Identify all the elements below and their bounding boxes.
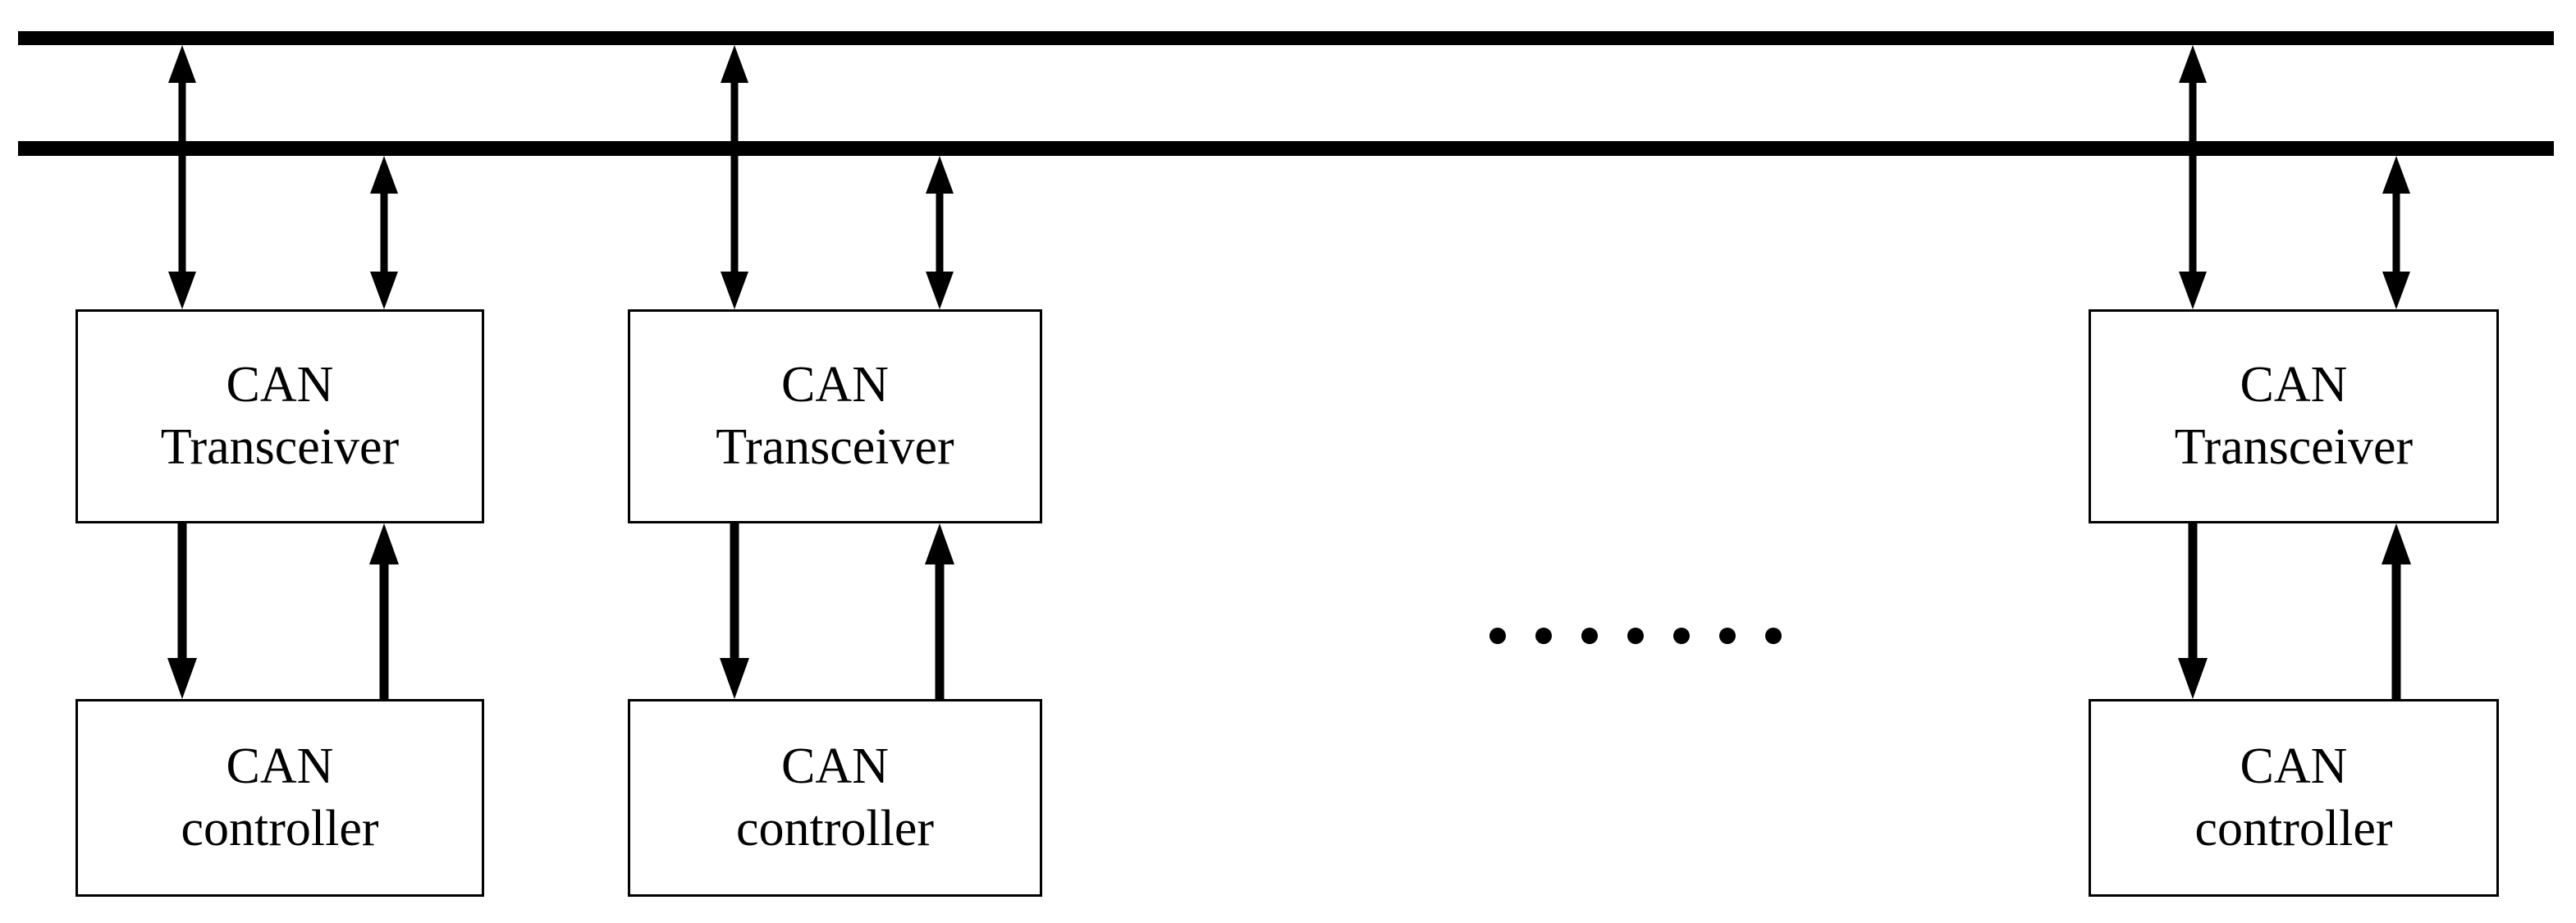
ellipsis-dot [1489,628,1506,644]
node-2-transceiver-label-line1: CAN [781,356,889,413]
node-2-controller-label-line2: controller [735,800,934,857]
node-1-bus-low-connector [356,156,412,309]
node-2-transceiver-to-controller-tx [705,523,764,699]
can-low-bus-line [18,141,2554,156]
node-n-controller-to-transceiver-rx [2367,523,2426,699]
node-1-transceiver-label-line1: CAN [226,356,334,413]
node-n-controller-label-line2: controller [2194,800,2393,857]
node-2-controller-label-line1: CAN [781,738,889,794]
ellipsis-dot [1581,628,1598,644]
node-1-transceiver-to-controller-tx [153,523,212,699]
node-1-controller-to-transceiver-rx [355,523,414,699]
can-high-bus-line [18,31,2554,45]
node-1-can-transceiver-box: CAN Transceiver [75,309,484,523]
node-n-bus-low-connector [2368,156,2424,309]
node-n-can-transceiver-box: CAN Transceiver [2089,309,2499,523]
node-n-controller-label-line1: CAN [2240,738,2348,794]
ellipsis-dot [1535,628,1552,644]
ellipsis-dot [1627,628,1644,644]
node-1-transceiver-label-line2: Transceiver [160,418,400,475]
node-2-bus-high-connector [707,45,762,309]
node-n-can-controller-box: CAN controller [2089,699,2499,897]
ellipsis-dot [1673,628,1690,644]
ellipsis-dot [1765,628,1782,644]
node-n-transceiver-label-line1: CAN [2240,356,2348,413]
node-n-bus-high-connector [2165,45,2221,309]
node-n-transceiver-to-controller-tx [2163,523,2222,699]
node-n-transceiver-label-line2: Transceiver [2174,418,2414,475]
node-1-bus-high-connector [154,45,210,309]
node-1-controller-label-line2: controller [181,800,379,857]
node-2-transceiver-label-line2: Transceiver [716,418,954,475]
node-2-can-controller-box: CAN controller [628,699,1042,897]
node-2-can-transceiver-box: CAN Transceiver [628,309,1042,523]
ellipsis-dot [1719,628,1736,644]
node-2-bus-low-connector [912,156,968,309]
continuation-ellipsis [1489,628,1782,644]
node-1-controller-label-line1: CAN [226,738,334,794]
node-2-controller-to-transceiver-rx [910,523,969,699]
node-1-can-controller-box: CAN controller [75,699,484,897]
